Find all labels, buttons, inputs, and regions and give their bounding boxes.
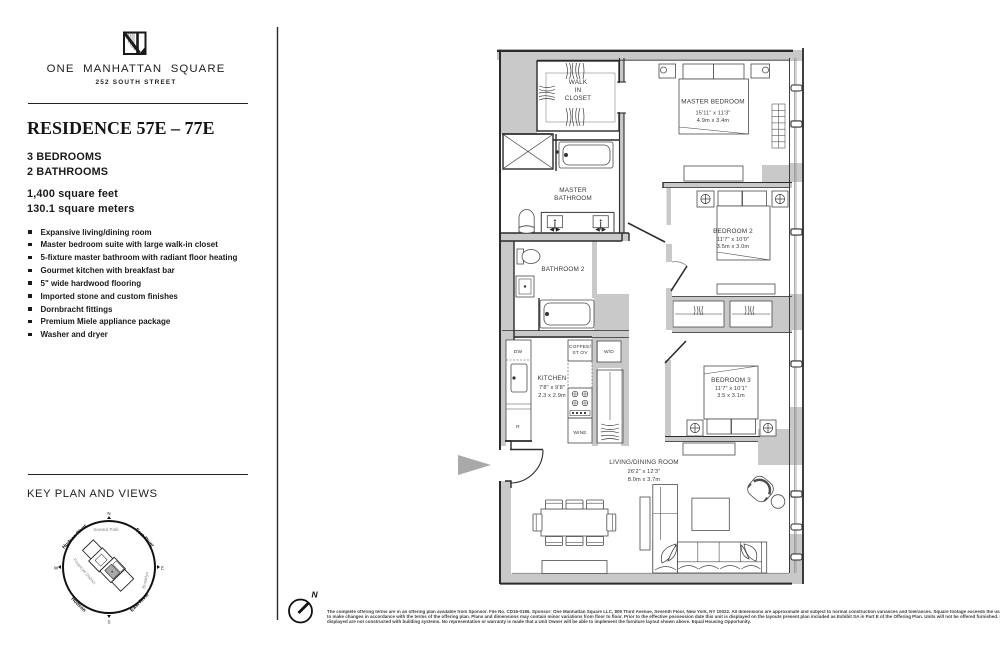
svg-text:2.3 x 2.9m: 2.3 x 2.9m <box>538 393 566 399</box>
svg-text:3.5 x 3.1m: 3.5 x 3.1m <box>717 393 745 399</box>
svg-text:4.9m x 3.4m: 4.9m x 3.4m <box>697 118 730 124</box>
svg-text:LIVING/DINING ROOM: LIVING/DINING ROOM <box>609 459 678 466</box>
svg-text:BATHROOM 2: BATHROOM 2 <box>541 266 585 273</box>
svg-text:S: S <box>107 620 110 625</box>
svg-text:11'7" x 10'0": 11'7" x 10'0" <box>717 237 749 243</box>
svg-text:15'11" x 11'3": 15'11" x 11'3" <box>695 111 730 117</box>
svg-text:N: N <box>107 511 110 516</box>
svg-text:BATHROOM: BATHROOM <box>554 195 592 202</box>
svg-text:Hudson River: Hudson River <box>61 523 88 550</box>
svg-text:26'2" x 12'3": 26'2" x 12'3" <box>628 469 661 475</box>
svg-text:WALK: WALK <box>569 79 588 86</box>
svg-text:BEDROOM 2: BEDROOM 2 <box>713 228 753 235</box>
svg-text:Brooklyn: Brooklyn <box>141 571 150 589</box>
svg-text:N: N <box>312 590 319 600</box>
svg-text:8.0m x 3.7m: 8.0m x 3.7m <box>628 477 661 483</box>
svg-text:East River: East River <box>129 592 151 614</box>
svg-text:7'8" x 9'8": 7'8" x 9'8" <box>539 385 565 391</box>
svg-text:CLOSET: CLOSET <box>565 95 591 102</box>
svg-text:W: W <box>54 566 59 571</box>
svg-text:WINE: WINE <box>573 430 587 436</box>
svg-text:MASTER BEDROOM: MASTER BEDROOM <box>681 99 745 106</box>
svg-text:Seward Park: Seward Park <box>93 527 119 532</box>
svg-text:East River: East River <box>134 527 156 549</box>
svg-text:KITCHEN: KITCHEN <box>537 375 566 382</box>
svg-text:DW: DW <box>514 349 523 355</box>
svg-text:E: E <box>161 566 164 571</box>
svg-text:COFFEE/: COFFEE/ <box>569 344 592 350</box>
svg-text:MASTER: MASTER <box>559 187 587 194</box>
svg-text:3.5m x 3.0m: 3.5m x 3.0m <box>717 244 750 250</box>
svg-text:ST OV: ST OV <box>572 350 588 356</box>
svg-text:IN: IN <box>575 87 582 94</box>
svg-text:BEDROOM 3: BEDROOM 3 <box>711 377 751 384</box>
svg-text:11'7" x 10'1": 11'7" x 10'1" <box>715 386 747 392</box>
svg-text:W/D: W/D <box>604 349 614 355</box>
svg-text:R: R <box>516 424 520 430</box>
